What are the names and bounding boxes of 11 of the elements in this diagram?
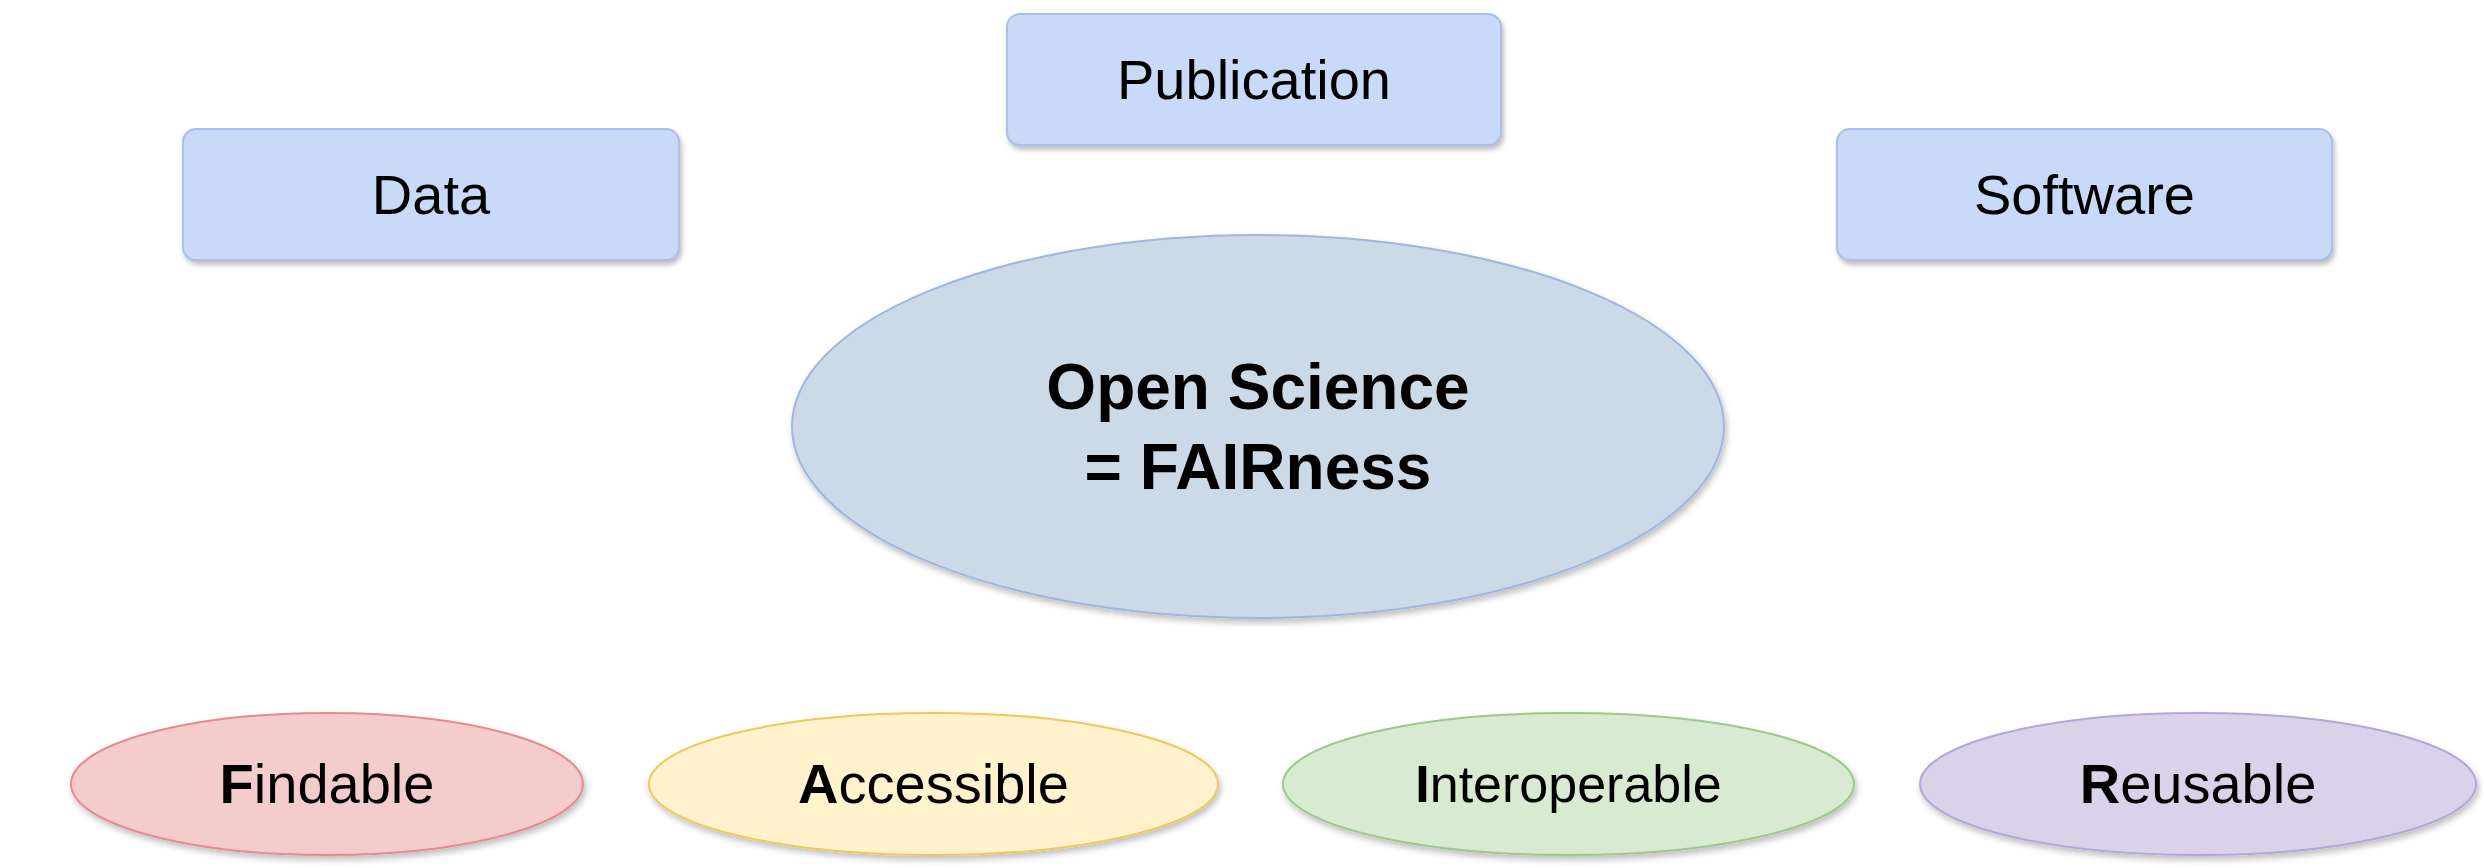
rounded-box — [1836, 128, 2333, 261]
node-label: Accessible — [798, 751, 1069, 817]
node-label: Data — [371, 161, 491, 228]
node-label: Findable — [219, 751, 435, 817]
rounded-box — [182, 128, 680, 261]
rounded-box — [1006, 13, 1502, 146]
node-label: Publication — [1117, 46, 1391, 113]
node-label: Open Science = FAIRness — [1045, 349, 1471, 505]
node-label: Interoperable — [1415, 753, 1722, 815]
node-label: Software — [1974, 161, 2195, 228]
node-label: Reusable — [2079, 751, 2317, 817]
